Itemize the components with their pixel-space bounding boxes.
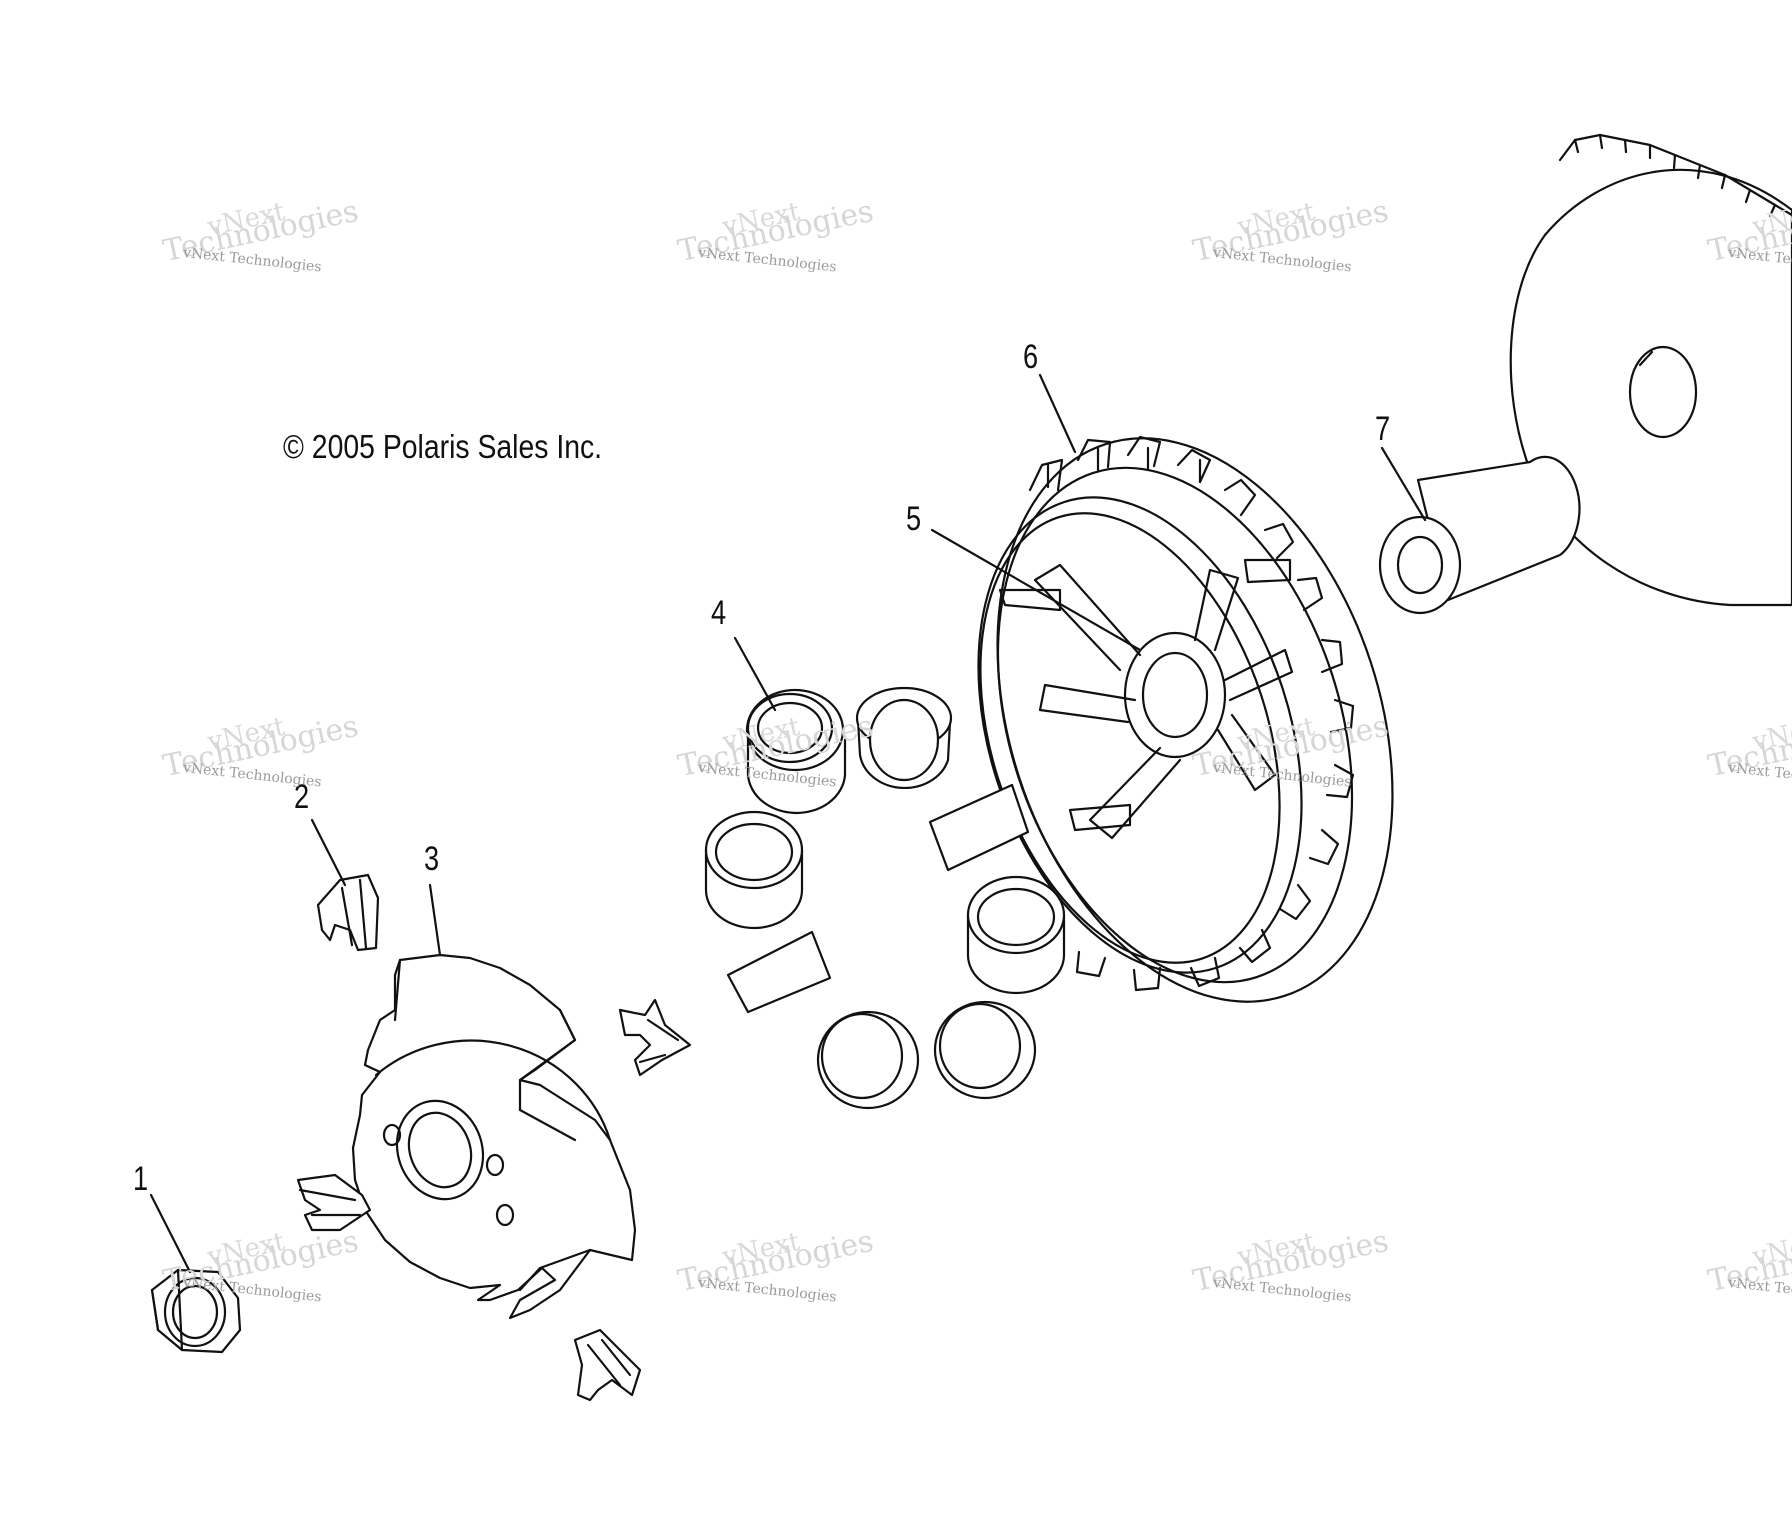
callout-5: 5 [906,500,922,538]
roller-5 [816,1010,920,1110]
sleeve-bushing [1378,455,1581,615]
callout-1: 1 [133,1160,149,1198]
rollers [704,686,1066,1110]
clips [296,873,692,1402]
clip-right [618,998,692,1077]
roller-6 [933,1000,1037,1100]
callout-3: 3 [424,840,440,878]
roller-4 [966,875,1066,995]
roller-3 [704,810,804,930]
nut [150,1268,242,1354]
callout-7: 7 [1375,410,1391,448]
slider-pad-2 [726,930,832,1014]
leader-lines [149,373,1427,1274]
cover-plate [351,953,637,1320]
clip-top [316,873,380,952]
copyright-notice: © 2005 Polaris Sales Inc. [283,428,603,465]
sheave-disc [1509,133,1792,607]
slider-pad-1 [928,783,1030,872]
roller-2 [855,686,953,790]
roller-housing [977,435,1394,1003]
callout-4: 4 [711,594,727,632]
roller-1 [745,688,847,815]
callout-6: 6 [1023,338,1039,376]
callout-2: 2 [294,778,310,816]
clip-left [296,1173,372,1232]
clip-bottom [573,1328,642,1402]
